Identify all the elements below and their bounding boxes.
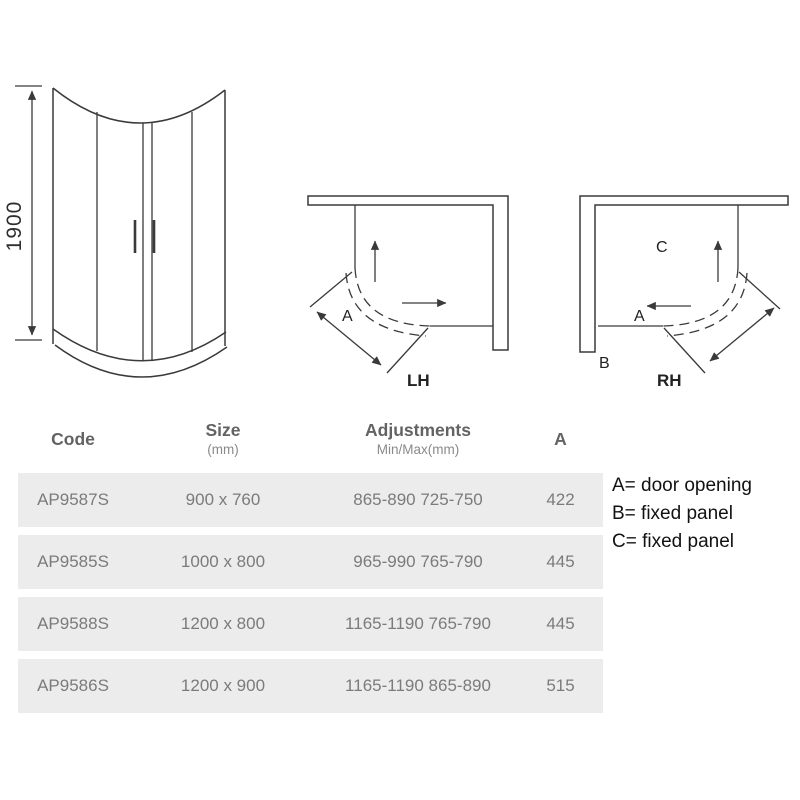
cell-adjustments: 1165-1190 865-890 — [345, 676, 491, 695]
cell-size: 1200 x 800 — [180, 614, 266, 633]
tray-bottom-curve — [54, 344, 228, 378]
enclosure-outline — [52, 87, 226, 360]
door-track-dashed-inner — [662, 267, 739, 327]
cell-adjustments: 865-890 725-750 — [353, 490, 483, 509]
door-track-dashed-inner — [354, 267, 431, 327]
cell-a: 515 — [546, 676, 575, 695]
opening-label: A — [634, 308, 645, 325]
cell-a: 445 — [546, 552, 575, 571]
door-opening-line — [663, 327, 706, 374]
fixed-panel-c-label: C — [656, 239, 668, 256]
door-opening-line — [386, 327, 429, 374]
column-header-size: Size (mm) — [128, 415, 318, 463]
rh-caption: RH — [657, 371, 682, 390]
column-header-adjustments-sub: Min/Max(mm) — [376, 442, 460, 458]
plan-view-rh: C A B RH — [579, 195, 789, 390]
wall-outline — [579, 195, 789, 353]
top-rail-curve — [52, 87, 226, 124]
cell-code: AP9586S — [37, 676, 109, 695]
door-track-dashed-outer — [666, 272, 748, 337]
opening-dimension-arrow — [709, 307, 775, 362]
cell-code: AP9587S — [37, 490, 109, 509]
column-header-a: A — [554, 428, 567, 449]
wall-outline — [307, 195, 509, 351]
front-elevation-diagram: 1900 — [3, 85, 228, 378]
height-dimension: 1900 — [3, 85, 42, 341]
column-header-adjustments: Adjustments Min/Max(mm) — [318, 415, 518, 463]
legend: A= door opening B= fixed panel C= fixed … — [612, 472, 752, 556]
legend-item-fixed-panel-c: C= fixed panel — [612, 531, 734, 552]
opening-label: A — [342, 308, 353, 325]
opening-extension-line — [309, 271, 353, 308]
tray-top-curve — [52, 328, 227, 362]
lh-caption: LH — [407, 371, 430, 390]
column-header-size-sub: (mm) — [207, 442, 239, 458]
cell-size: 900 x 760 — [185, 490, 261, 509]
cell-code: AP9585S — [37, 552, 109, 571]
legend-item-fixed-panel-b: B= fixed panel — [612, 503, 733, 524]
fixed-panel-b-label: B — [599, 355, 610, 372]
height-dimension-label: 1900 — [3, 201, 26, 252]
plan-view-lh: A LH — [307, 195, 509, 390]
cell-size: 1000 x 800 — [180, 552, 266, 571]
table-row: AP9587S 900 x 760 865-890 725-750 422 — [18, 473, 603, 527]
cell-size: 1200 x 900 — [180, 676, 266, 695]
table-row: AP9588S 1200 x 800 1165-1190 765-790 445 — [18, 597, 603, 651]
table-header-row: Code Size (mm) Adjustments Min/Max(mm) A — [18, 415, 603, 463]
cell-code: AP9588S — [37, 614, 109, 633]
cell-a: 445 — [546, 614, 575, 633]
cell-adjustments: 965-990 765-790 — [353, 552, 483, 571]
column-header-adjustments-main: Adjustments — [365, 420, 471, 441]
shower-tray — [52, 328, 228, 378]
cell-adjustments: 1165-1190 765-790 — [345, 614, 491, 633]
column-header-size-main: Size — [205, 420, 241, 441]
door-track-dashed-outer — [345, 272, 427, 337]
spec-table: Code Size (mm) Adjustments Min/Max(mm) A… — [18, 415, 603, 721]
opening-extension-line — [738, 271, 781, 310]
legend-item-door-opening: A= door opening — [612, 475, 752, 496]
table-row: AP9585S 1000 x 800 965-990 765-790 445 — [18, 535, 603, 589]
cell-a: 422 — [546, 490, 575, 509]
column-header-code: Code — [51, 428, 95, 449]
table-row: AP9586S 1200 x 900 1165-1190 865-890 515 — [18, 659, 603, 713]
opening-dimension-arrow — [316, 311, 382, 366]
